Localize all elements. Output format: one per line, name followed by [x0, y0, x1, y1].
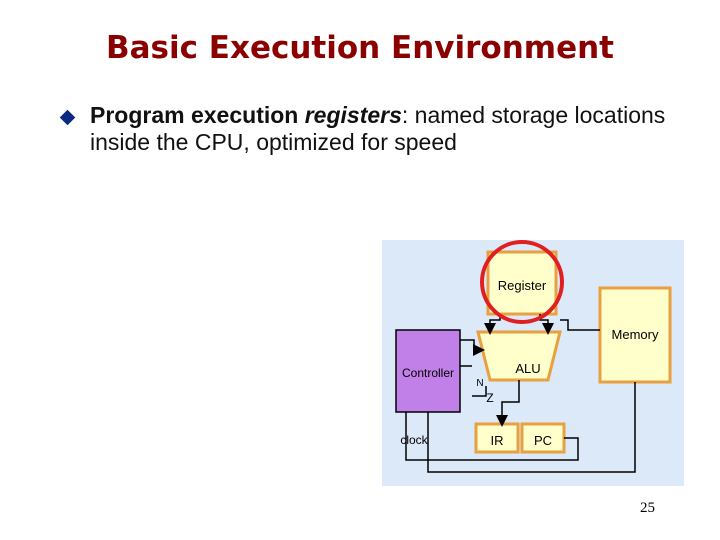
- ir-block: [474, 422, 520, 454]
- flag-n-label: N: [476, 378, 483, 389]
- slide-title: Basic Execution Environment: [106, 30, 614, 66]
- bullet-text: Program execution registers: named stora…: [90, 102, 690, 156]
- ir-label: IR: [491, 433, 504, 448]
- bullet-rest: : named storage locations inside the CPU…: [90, 102, 666, 155]
- clock-label: clock: [400, 433, 428, 447]
- flag-z-label: Z: [486, 391, 493, 405]
- bullet-lead: Program execution: [90, 102, 305, 128]
- register-highlight-ring: [480, 240, 564, 324]
- memory-label: Memory: [612, 327, 659, 342]
- controller-label: Controller: [402, 366, 454, 380]
- register-label: Register: [498, 278, 547, 293]
- bullet-emphasis: registers: [304, 102, 402, 128]
- page-number: 25: [640, 500, 655, 516]
- cpu-diagram: Register Memory ALU Controller N Z clock…: [382, 240, 684, 486]
- alu-block: [476, 330, 562, 382]
- alu-label: ALU: [515, 361, 540, 376]
- register-block: [486, 250, 558, 316]
- bullet-diamond-icon: [59, 109, 76, 126]
- pc-label: PC: [534, 433, 552, 448]
